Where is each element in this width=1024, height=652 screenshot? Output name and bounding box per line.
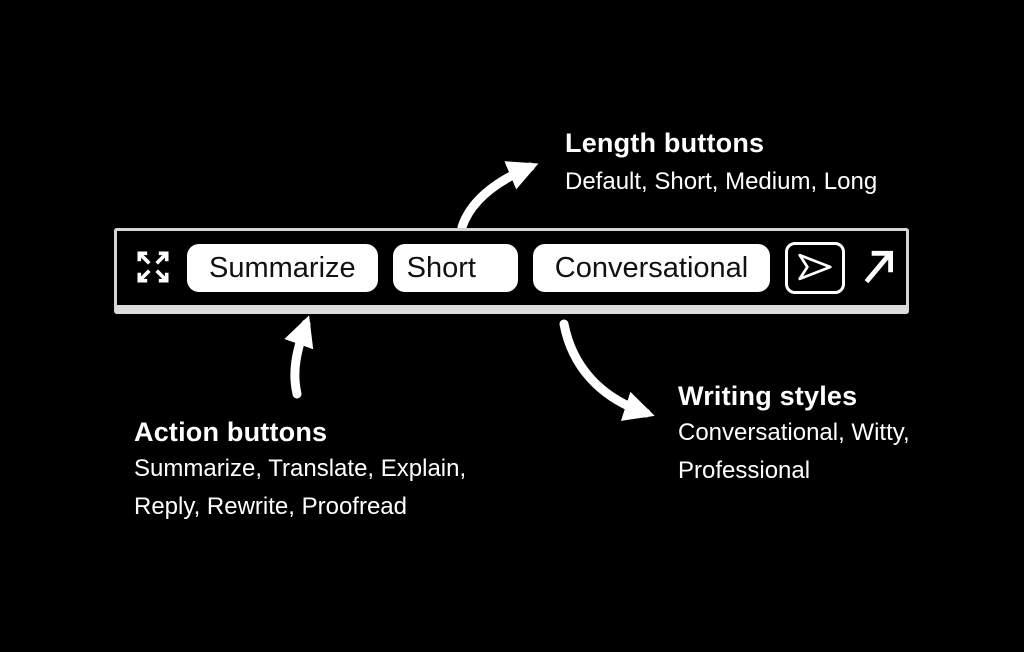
annotation-tone-options-line1: Conversational, Witty, [678,419,910,446]
annotation-tone: Writing styles Conversational, Witty, Pr… [678,381,910,488]
ai-toolbar: Summarize Short Conversational [114,228,909,314]
annotation-action-title: Action buttons [134,417,328,447]
annotation-action-options-line1: Summarize, Translate, Explain, [134,455,467,482]
send-button[interactable] [785,242,845,294]
expand-button[interactable] [134,248,172,289]
annotation-tone-options-line2: Professional [678,457,811,484]
annotation-length: Length buttons Default, Short, Medium, L… [565,128,877,199]
length-button-short[interactable]: Short [392,244,518,292]
annotation-length-title: Length buttons [565,128,765,158]
tone-button-conversational[interactable]: Conversational [532,244,771,292]
arrow-to-tone-label [559,319,655,421]
arrow-to-length-label [457,161,539,232]
annotation-action: Action buttons Summarize, Translate, Exp… [134,417,466,524]
annotation-action-options-line2: Reply, Rewrite, Proofread [134,493,407,520]
open-in-new-button[interactable] [858,246,898,291]
annotation-tone-title: Writing styles [678,381,858,411]
arrow-to-action-button [284,315,314,399]
arrow-up-right-icon [858,246,898,291]
annotation-length-options: Default, Short, Medium, Long [565,168,878,195]
action-button-summarize[interactable]: Summarize [187,244,378,292]
expand-icon [134,248,172,289]
paper-plane-icon [794,250,836,287]
